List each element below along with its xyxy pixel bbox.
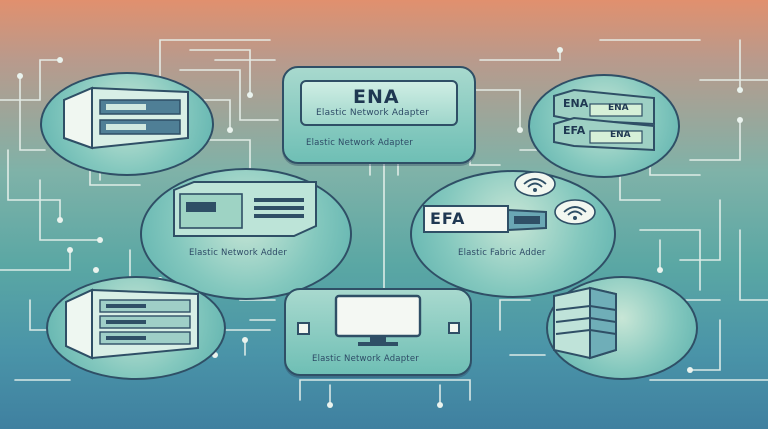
efa-caption: Elastic Fabric Adder [458, 248, 546, 258]
tag-ena-2: ENA [608, 103, 629, 113]
storage-icon [553, 286, 617, 360]
efa-device-label: EFA [430, 209, 466, 228]
tag-efa: EFA [563, 124, 586, 137]
network-card-icon [553, 88, 655, 152]
bottom-monitor-caption: Elastic Network Adapter [312, 354, 419, 364]
server-icon [63, 86, 189, 150]
status-indicator-icon [448, 322, 460, 334]
server-icon [173, 181, 317, 237]
left-adapter-caption: Elastic Network Adder [189, 248, 288, 258]
ena-title: ENA [353, 86, 400, 108]
status-indicator-icon [297, 322, 310, 335]
right-efa-node [410, 170, 616, 298]
tag-ena-1: ENA [563, 97, 589, 110]
monitor-icon [334, 294, 422, 346]
network-card-icon [423, 205, 547, 233]
server-icon [65, 288, 199, 360]
tag-ena-3: ENA [610, 130, 631, 140]
wifi-icon [554, 199, 596, 225]
ena-screen [300, 80, 458, 126]
ena-screen-text: Elastic Network Adapter [316, 108, 429, 118]
wifi-icon [514, 171, 556, 197]
ena-caption: Elastic Network Adapter [306, 138, 413, 148]
